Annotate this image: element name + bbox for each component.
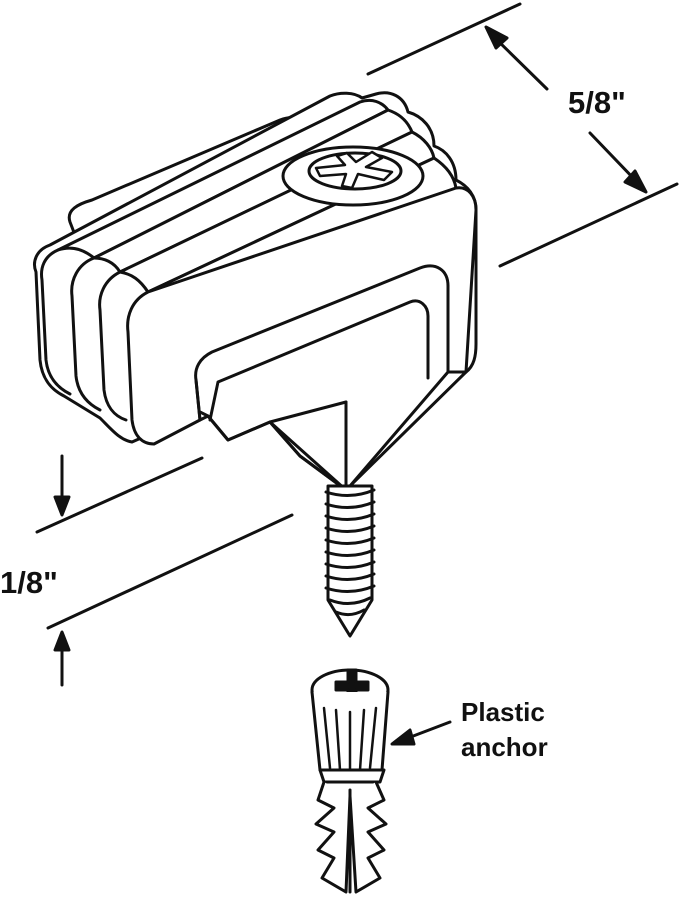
extension-line-upper bbox=[35, 456, 204, 534]
anchor-phillips-icon bbox=[334, 668, 370, 704]
fin-2 bbox=[70, 256, 102, 412]
screw-shank bbox=[326, 484, 374, 638]
plastic-anchor bbox=[310, 668, 390, 894]
phillips-cross-icon bbox=[314, 150, 394, 190]
arrowhead-lower bbox=[623, 169, 648, 194]
anchor-neck bbox=[318, 768, 386, 784]
dimension-arrow-upper bbox=[491, 34, 549, 91]
screw bbox=[324, 484, 376, 638]
anchor-fins bbox=[314, 780, 388, 894]
arrowhead-up bbox=[53, 630, 71, 652]
anchor-label-line1: Plastic bbox=[461, 697, 545, 727]
extension-line-bottom bbox=[498, 182, 679, 268]
inner-step bbox=[194, 284, 450, 492]
dimension-width bbox=[366, 2, 679, 268]
arrowhead-upper bbox=[484, 25, 509, 50]
callout-arrow-line bbox=[406, 720, 452, 740]
fin-1 bbox=[40, 248, 72, 396]
bumper-body bbox=[33, 91, 478, 492]
anchor-callout bbox=[390, 720, 452, 746]
dimension-gap-label: 1/8" bbox=[0, 565, 58, 600]
extension-line-lower bbox=[46, 513, 294, 630]
extension-line-top bbox=[366, 2, 522, 76]
dimension-width-label: 5/8" bbox=[568, 85, 626, 120]
front-face bbox=[126, 186, 478, 446]
arrowhead-down bbox=[53, 495, 71, 517]
inner-step-edge bbox=[208, 299, 430, 422]
fin-3 bbox=[98, 270, 128, 422]
callout-arrowhead bbox=[390, 728, 416, 746]
dimension-gap bbox=[35, 454, 294, 687]
anchor-label-line2: anchor bbox=[461, 732, 548, 762]
